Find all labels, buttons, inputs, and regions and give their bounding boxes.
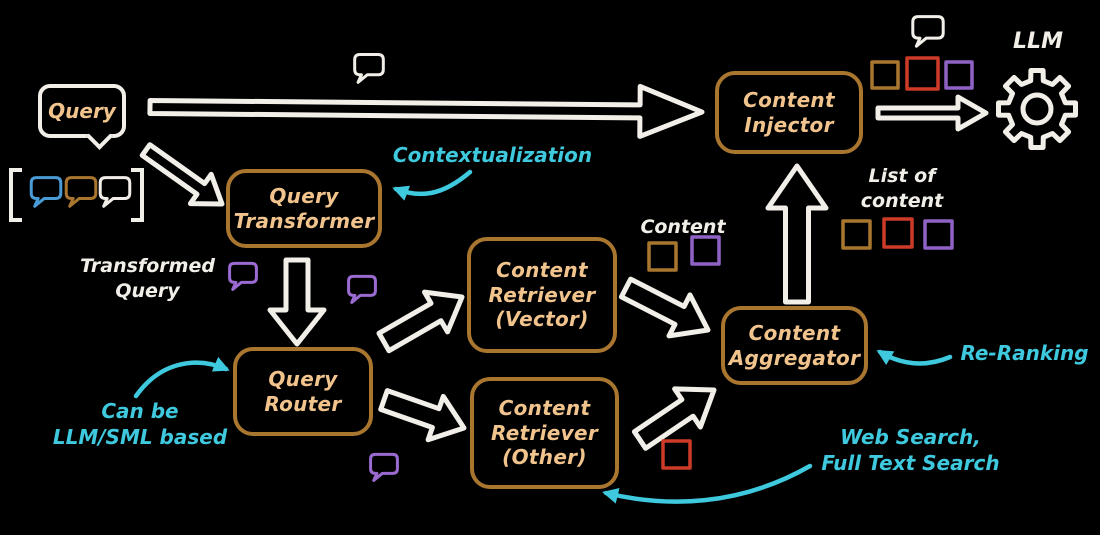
injected-chunk-square-purple	[944, 60, 974, 90]
content-chunk-square-purple	[690, 235, 721, 266]
list-chunk-square-red	[882, 217, 914, 249]
query-list-bubble-icon-white	[98, 176, 132, 208]
list-chunk-square-tan	[841, 219, 872, 250]
content-label: Content	[640, 216, 726, 238]
aggregator-to-injector-arrow	[765, 163, 829, 305]
content-bubble-icon-white-topright	[911, 15, 945, 48]
contextualization-annotation: Contextualization	[392, 143, 593, 167]
query-router-node: Query Router	[233, 347, 373, 436]
content-aggregator-label: Content Aggregator	[728, 321, 861, 370]
query-list-left-bracket	[9, 168, 22, 222]
other-to-aggregator-arrow	[631, 386, 717, 451]
injector-to-llm-arrow	[875, 94, 989, 132]
query-node-label: Query	[48, 99, 116, 123]
re-ranking-annotation: Re-Ranking	[960, 341, 1089, 365]
re-ranking-arrow	[876, 349, 953, 366]
content-injector-label: Content Injector	[743, 88, 835, 137]
query-bubble-icon-white-top	[353, 53, 385, 84]
router-to-other-arrow	[378, 388, 467, 443]
query-node: Query	[38, 84, 126, 138]
content-retriever-vector-node: Content Retriever (Vector)	[467, 237, 617, 353]
transformer-to-router-arrow	[267, 257, 327, 347]
web-search-arrow	[602, 463, 813, 504]
query-transformer-label: Query Transformer	[233, 184, 375, 233]
list-chunk-square-purple	[923, 219, 954, 250]
llm-gear-icon	[996, 68, 1078, 150]
other-content-chunk-square-red	[661, 439, 692, 470]
query-transformer-node: Query Transformer	[226, 169, 382, 248]
content-retriever-other-node: Content Retriever (Other)	[470, 377, 619, 489]
query-router-label: Query Router	[264, 367, 342, 416]
query-to-injector-arrow	[147, 83, 705, 139]
web-search-annotation: Web Search, Full Text Search	[821, 425, 1000, 475]
content-retriever-other-label: Content Retriever (Other)	[491, 396, 598, 470]
content-aggregator-node: Content Aggregator	[721, 306, 868, 385]
content-retriever-vector-label: Content Retriever (Vector)	[488, 258, 596, 332]
query-to-transformer-arrow	[139, 142, 225, 207]
list-of-content-label: List of content	[860, 165, 944, 212]
transformed-query-bubble-icon-right	[347, 275, 377, 304]
router-to-vector-arrow	[376, 289, 465, 354]
contextualization-arrow	[392, 169, 473, 201]
llm-label: LLM	[1013, 29, 1063, 54]
content-injector-node: Content Injector	[715, 71, 863, 154]
query-list-bubble-icon-blue	[29, 176, 63, 208]
can-be-llm-annotation: Can be LLM/SML based	[52, 399, 228, 449]
transformed-query-bubble-icon-left	[228, 262, 258, 291]
query-list-bubble-icon-orange	[64, 176, 98, 208]
vector-to-aggregator-arrow	[618, 276, 711, 339]
query-list-right-bracket	[131, 168, 144, 222]
injected-chunk-square-tan	[870, 60, 900, 90]
routed-query-bubble-icon	[369, 453, 399, 482]
can-be-llm-arrow	[133, 356, 230, 399]
transformed-query-label: Transformed Query	[80, 255, 215, 302]
content-chunk-square-tan	[647, 241, 678, 272]
injected-chunk-square-red	[905, 56, 940, 91]
